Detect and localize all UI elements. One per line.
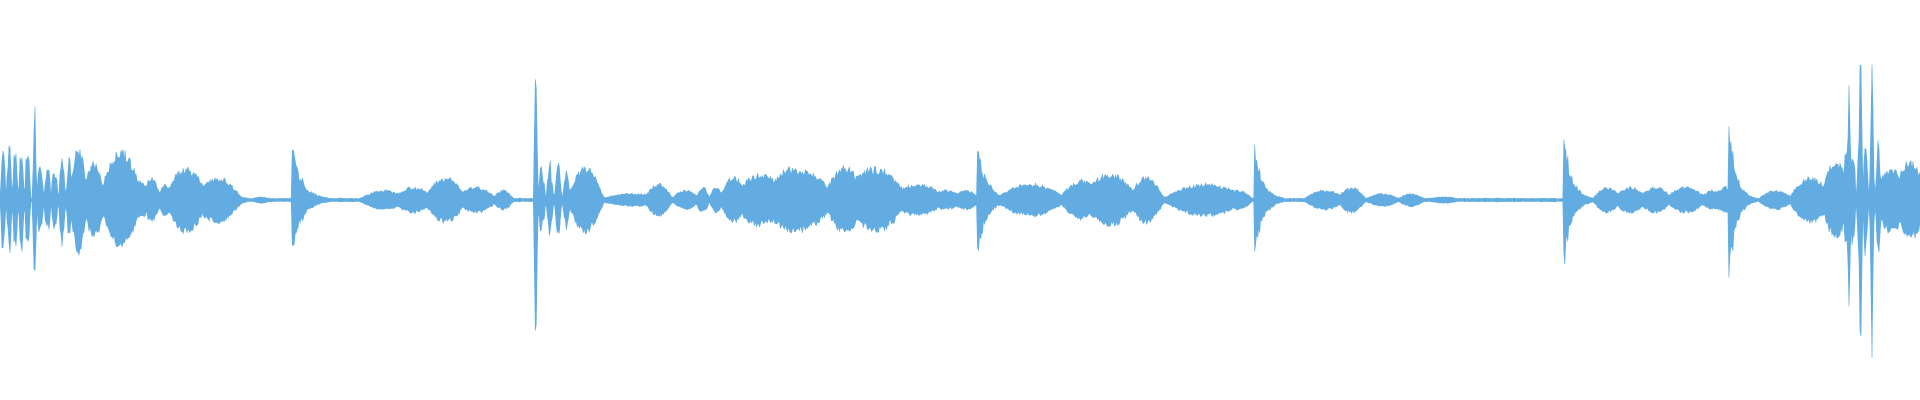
waveform-path <box>0 64 1920 358</box>
